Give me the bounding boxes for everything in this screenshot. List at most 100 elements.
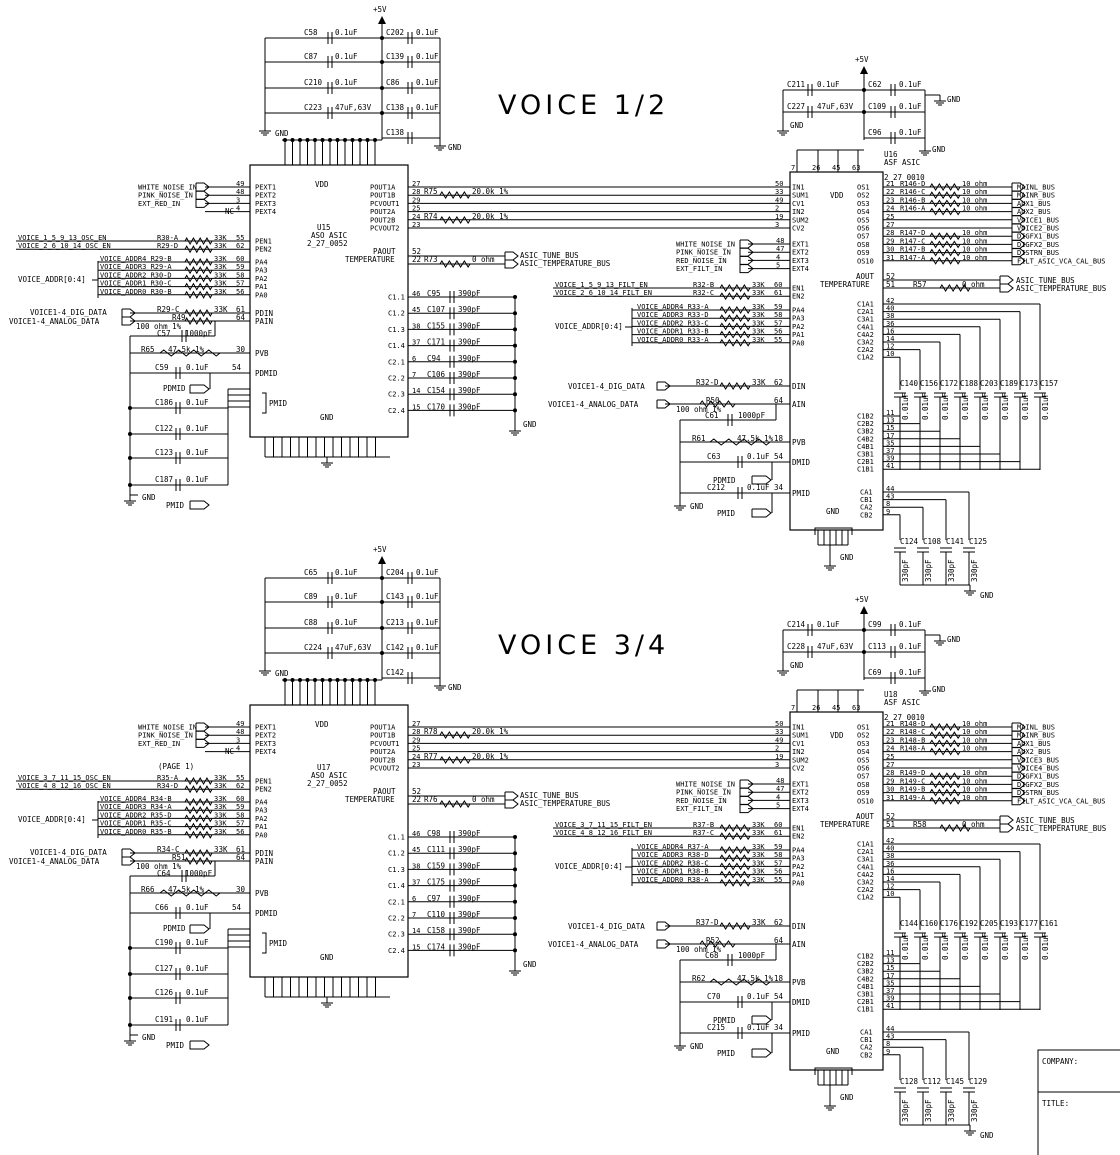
- top-cpin-cap-2: C155: [427, 321, 445, 330]
- top-asf-ext-num-2: 4: [776, 253, 780, 261]
- bot-asf-pa-res-3: VOICE_ADDR1 R38-B: [637, 868, 709, 876]
- bot-asf-pdmid-tag: PDMID: [713, 1016, 736, 1025]
- bot-supply-cap-right-val-1: 0.1uF: [416, 592, 439, 601]
- bot-asf-os-num-9: 31: [886, 794, 894, 802]
- top-pout-res1-val: 20.0k 1%: [472, 187, 509, 196]
- top-supply-cap-left-3: C223: [304, 103, 322, 112]
- bot-pext-1: PEXT2: [255, 732, 276, 740]
- bot-pdin-num: 61: [236, 845, 245, 854]
- u15-chip: [249, 164, 409, 438]
- top-pout-num-3: 25: [412, 205, 420, 213]
- bot-dc-cap-3: C191: [155, 1015, 173, 1024]
- section-title-voice-3-4: VOICE 3/4: [498, 630, 669, 661]
- top-asf-temp-num: 51: [886, 280, 895, 289]
- top-dc-cap-1: C122: [155, 424, 173, 433]
- top-asf-cab-num-3: 9: [886, 508, 890, 516]
- bot-asf-sup-1: C228: [787, 642, 806, 651]
- bot-asf-sup-val-1: 47uF,63V: [817, 642, 854, 651]
- top-asf-cab-0: CA1: [860, 489, 873, 497]
- bot-supply-cap-left-1: C89: [304, 592, 318, 601]
- top-asf-os-res-8: R147-B: [900, 246, 925, 254]
- bot-pa-num-4: 56: [236, 828, 244, 836]
- top-asf-row-cap-3: C188: [960, 379, 979, 388]
- top-cpin-num-3: 37: [412, 339, 420, 347]
- bot-asf-ext-3: EXT4: [792, 805, 809, 813]
- bot-cpin-1: C1.2: [388, 850, 405, 858]
- top-pout-1: POUT1B: [370, 192, 395, 200]
- top-osc-en-1: VOICE_2_6_10_14_OSC_EN: [18, 242, 111, 250]
- u15-ref: U15: [317, 223, 331, 232]
- bot-asf-small-cap-2: C145: [946, 1077, 964, 1086]
- bot-cpin-cap-1: C111: [427, 845, 445, 854]
- top-osc-en-0: VOICE_1_5_9_13_OSC_EN: [18, 234, 107, 242]
- bot-pvb-num: 30: [236, 885, 246, 894]
- top-asf-os-val-0: 10 ohm: [962, 180, 987, 188]
- bot-asf-ext-2: EXT3: [792, 797, 809, 805]
- bot-asf-row-cap-val-7: 0.01uF: [1041, 932, 1050, 960]
- top-asf-ext-0: EXT1: [792, 241, 809, 249]
- top-pen-val-1: 33K: [214, 242, 227, 250]
- top-pout-num-0: 27: [412, 180, 420, 188]
- bot-asf-gnd-3: GND: [947, 635, 961, 644]
- bot-asf-ain-res: R52: [706, 936, 720, 945]
- top-asf-os-8: OS9: [857, 249, 870, 257]
- bot-asf-pvb: PVB: [792, 978, 806, 987]
- top-asf-cb-num-7: 41: [886, 462, 894, 470]
- top-asf-os-num-1: 22: [886, 188, 894, 196]
- top-pvb-res: R65: [141, 345, 155, 354]
- top-asf-ca-num-3: 36: [886, 320, 894, 328]
- top-asf-os-net-8: DISTRN_BUS: [1017, 249, 1059, 257]
- top-asf-os-val-6: 10 ohm: [962, 229, 987, 237]
- top-pout-0: POUT1A: [370, 184, 396, 192]
- top-asf-pmid-num: 34: [774, 483, 784, 492]
- top-supply-cap-left-val-2: 0.1uF: [335, 78, 358, 87]
- top-asf-aout: AOUT: [856, 272, 875, 281]
- top-pout-num-5: 23: [412, 221, 420, 229]
- top-pa-0: PA4: [255, 259, 268, 267]
- bot-asf-os-val-0: 10 ohm: [962, 720, 987, 728]
- bot-asf-aout: AOUT: [856, 812, 875, 821]
- bot-asf-din-res: R37-D: [696, 918, 719, 927]
- bot-asf-pa-res-4: VOICE_ADDR0 R38-A: [637, 876, 709, 884]
- top-asf-ext-2: EXT3: [792, 257, 809, 265]
- top-cpin-6: C2.3: [388, 391, 405, 399]
- top-cpin-2: C1.3: [388, 326, 405, 334]
- top-asf-pa-res-2: VOICE_ADDR2 R33-C: [637, 319, 709, 327]
- top-asf-pa-2: PA2: [792, 323, 805, 331]
- bot-cpin-cap-0: C98: [427, 829, 441, 838]
- top-asf-dmid-num: 54: [774, 452, 784, 461]
- bot-pdin-val: 33K: [214, 845, 228, 854]
- bot-asf-in-1: SUM1: [792, 732, 809, 740]
- top-pext-num-3: 4: [236, 205, 240, 213]
- bot-pext-num-2: 3: [236, 736, 240, 744]
- bot-cpin-6: C2.3: [388, 931, 405, 939]
- top-asf-os-net-3: AUX2_BUS: [1017, 208, 1051, 216]
- bot-dc-cap-val-0: 0.1uF: [186, 938, 209, 947]
- top-pext-num-2: 3: [236, 196, 240, 204]
- bot-asf-din-val: 33K: [752, 918, 766, 927]
- u17-gnd: GND: [320, 953, 334, 962]
- top-asf-pa-val-4: 33K: [752, 336, 765, 344]
- top-pa-num-3: 57: [236, 280, 244, 288]
- bot-cpin-num-0: 46: [412, 830, 420, 838]
- bot-asf-os-num-7: 29: [886, 777, 894, 785]
- top-supply-cap-right-1: C139: [386, 52, 404, 61]
- bot-pain-cap-val: 1000pF: [185, 869, 213, 878]
- top-dc-cap-val-1: 0.1uF: [186, 424, 209, 433]
- bot-asf-sup-r-val-0: 0.1uF: [899, 620, 922, 629]
- top-supply-cap-left-1: C87: [304, 52, 318, 61]
- bot-asf-ext-num-1: 47: [776, 785, 784, 793]
- bot-pext-num-0: 49: [236, 720, 244, 728]
- top-pa-res-0: VOICE_ADDR4 R29-B: [100, 255, 172, 263]
- top-asf-os-val-3: 10 ohm: [962, 205, 987, 213]
- bot-pa-res-3: VOICE_ADDR1 R35-C: [100, 820, 172, 828]
- top-asf-os-9: OS10: [857, 257, 874, 265]
- bot-asf-en-1: EN2: [792, 833, 805, 841]
- bot-asf-ain: AIN: [792, 940, 806, 949]
- bot-pain-net: VOICE1-4_ANALOG_DATA: [9, 857, 100, 866]
- bot-asf-os-5: OS6: [857, 765, 870, 773]
- top-asf-os-1: OS2: [857, 192, 870, 200]
- top-asf-pa-0: PA4: [792, 307, 805, 315]
- bot-pdmid-cap: C66: [155, 903, 169, 912]
